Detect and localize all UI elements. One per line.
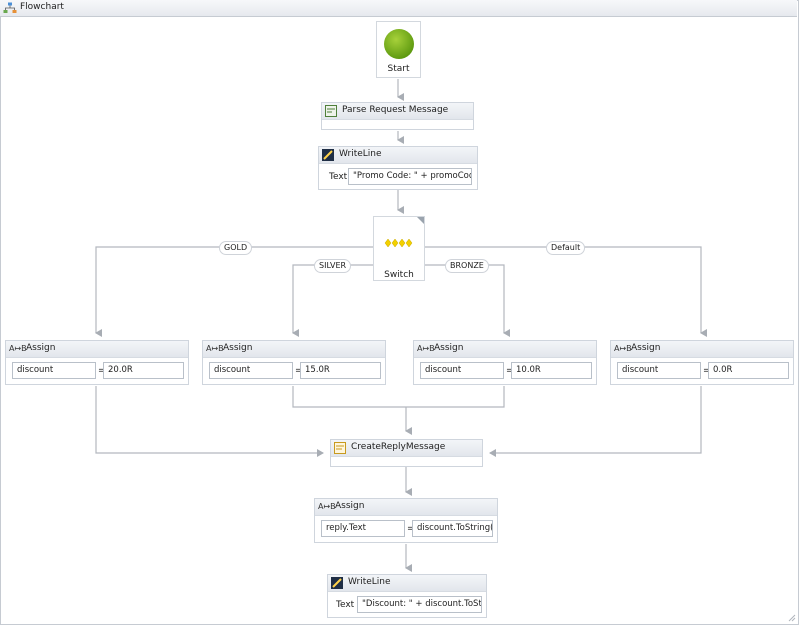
assign-to-field[interactable]: discount	[617, 362, 701, 379]
breadcrumb-bar: Flowchart	[0, 0, 797, 17]
activity-header: CreateReplyMessage	[331, 440, 482, 457]
assign-icon: A↦B	[614, 344, 632, 353]
case-label-default[interactable]: Default	[546, 241, 586, 255]
activity-title: Parse Request Message	[342, 105, 449, 115]
assign-to-field[interactable]: discount	[209, 362, 293, 379]
activity-header: Parse Request Message	[322, 103, 473, 120]
equals-sign: =	[703, 366, 711, 376]
start-node[interactable]: Start	[376, 21, 421, 78]
activity-title: Assign	[26, 343, 56, 353]
equals-sign: =	[506, 366, 514, 376]
assign-to-field[interactable]: discount	[420, 362, 504, 379]
case-label-bronze[interactable]: BRONZE	[445, 259, 489, 273]
assign-value-field[interactable]: discount.ToString()	[412, 520, 493, 537]
writeline-activity-discount[interactable]: WriteLine Text "Discount: " + discount.T…	[327, 574, 487, 618]
switch-icon	[384, 238, 413, 248]
text-label: Text	[336, 600, 355, 610]
equals-sign: =	[407, 524, 415, 534]
assign-value-field[interactable]: 0.0R	[708, 362, 789, 379]
assign-activity-reply[interactable]: A↦B Assign reply.Text = discount.ToStrin…	[314, 498, 498, 543]
assign-icon: A↦B	[206, 344, 224, 353]
text-field[interactable]: "Discount: " + discount.ToStrin	[357, 596, 482, 613]
resize-grip-icon[interactable]	[788, 614, 796, 622]
window-title: Flowchart	[20, 2, 64, 12]
activity-title: Assign	[631, 343, 661, 353]
connector-default	[425, 246, 707, 337]
expand-corner-icon	[417, 217, 424, 224]
connector-bronze	[425, 264, 510, 337]
assign-value-field[interactable]: 20.0R	[103, 362, 184, 379]
connector-assign2-create	[292, 386, 406, 408]
activity-title: CreateReplyMessage	[351, 442, 446, 452]
assign-to-field[interactable]: discount	[12, 362, 96, 379]
activity-title: WriteLine	[348, 577, 391, 587]
text-field[interactable]: "Promo Code: " + promoCode	[348, 168, 472, 185]
case-label-silver[interactable]: SILVER	[314, 259, 352, 273]
create-reply-activity[interactable]: CreateReplyMessage	[330, 439, 483, 467]
start-label: Start	[387, 64, 410, 74]
text-label: Text	[329, 172, 348, 182]
connector-assign3-create	[406, 386, 505, 408]
receive-message-icon	[325, 105, 337, 117]
switch-node[interactable]: Switch	[373, 216, 425, 281]
switch-label: Switch	[384, 270, 414, 280]
assign-activity-silver[interactable]: A↦B Assign discount = 15.0R	[202, 340, 386, 385]
activity-title: WriteLine	[339, 149, 382, 159]
assign-value-field[interactable]: 15.0R	[300, 362, 381, 379]
activity-header: A↦B Assign	[203, 341, 385, 358]
flowchart-icon	[3, 2, 17, 13]
assign-icon: A↦B	[9, 344, 27, 353]
connector-gold	[95, 246, 373, 337]
parse-request-activity[interactable]: Parse Request Message	[321, 102, 474, 130]
assign-icon: A↦B	[417, 344, 435, 353]
start-circle-icon	[384, 29, 414, 59]
assign-activity-default[interactable]: A↦B Assign discount = 0.0R	[610, 340, 794, 385]
activity-header: A↦B Assign	[6, 341, 188, 358]
activity-header: A↦B Assign	[611, 341, 793, 358]
writeline-icon	[331, 577, 343, 589]
assign-value-field[interactable]: 10.0R	[511, 362, 592, 379]
assign-icon: A↦B	[318, 502, 336, 511]
connector-silver	[292, 264, 373, 337]
equals-sign: =	[98, 366, 106, 376]
activity-header: A↦B Assign	[414, 341, 596, 358]
assign-activity-bronze[interactable]: A↦B Assign discount = 10.0R	[413, 340, 597, 385]
assign-activity-gold[interactable]: A↦B Assign discount = 20.0R	[5, 340, 189, 385]
equals-sign: =	[295, 366, 303, 376]
assign-to-field[interactable]: reply.Text	[321, 520, 405, 537]
send-message-icon	[334, 442, 346, 454]
activity-title: Assign	[223, 343, 253, 353]
connector-assign1-create	[95, 386, 324, 457]
activity-header: WriteLine	[328, 575, 486, 592]
writeline-icon	[322, 149, 334, 161]
activity-title: Assign	[434, 343, 464, 353]
connector-assign4-create	[489, 386, 702, 457]
case-label-gold[interactable]: GOLD	[219, 241, 253, 255]
writeline-activity-promo[interactable]: WriteLine Text "Promo Code: " + promoCod…	[318, 146, 478, 190]
activity-header: WriteLine	[319, 147, 477, 164]
activity-title: Assign	[335, 501, 365, 511]
activity-header: A↦B Assign	[315, 499, 497, 516]
